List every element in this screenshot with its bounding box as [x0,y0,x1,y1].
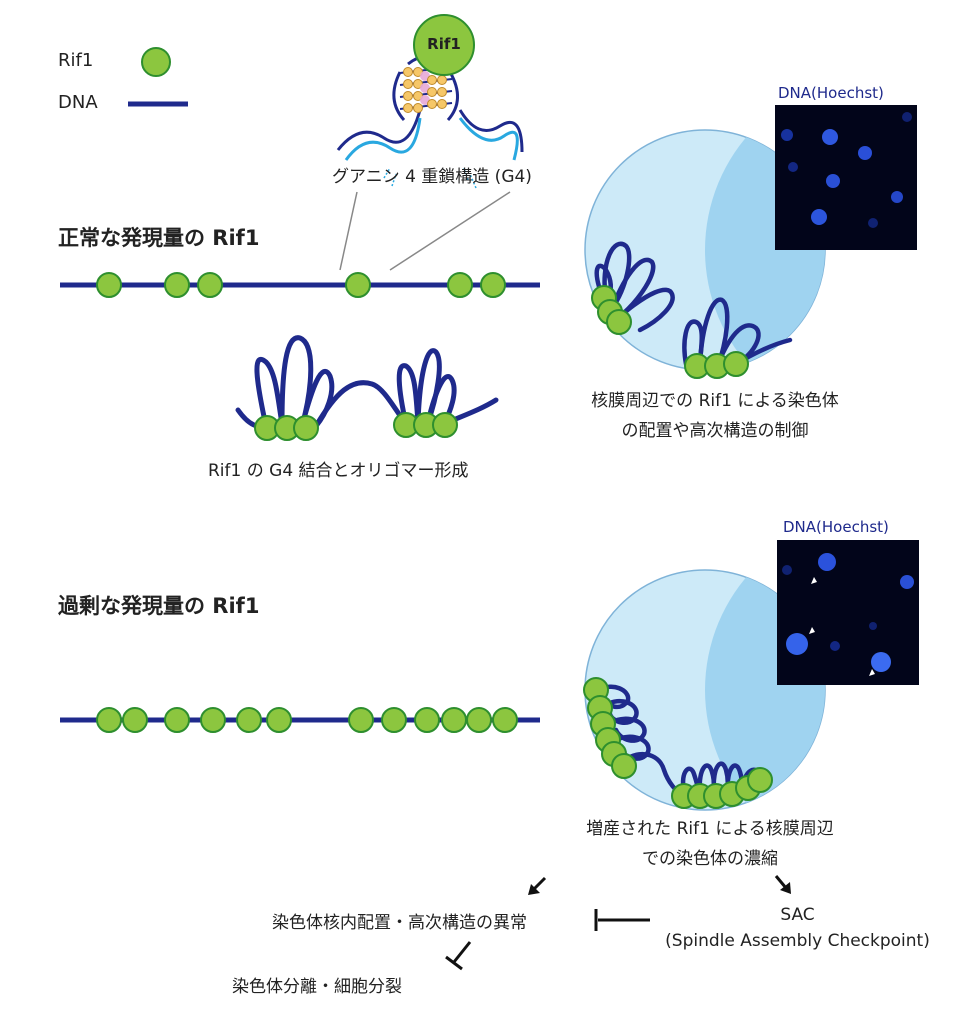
arrow-to-abnormal [528,876,547,895]
rif1-dot [723,351,749,377]
g4-callout-left [339,191,358,271]
rif1-dot [96,707,122,733]
outcome-abnormal-label: 染色体核内配置・高次構造の異常 [272,913,527,933]
excess-nucleus-caption-line1: 増産された Rif1 による核膜周辺 [586,819,834,839]
rif1-dot [414,707,440,733]
normal-nucleus-chromatin [594,241,793,367]
rif1-dot [96,272,122,298]
oligomer-loops [235,335,499,430]
rif1-dot [164,272,190,298]
rif1-dot [447,272,473,298]
rif1-dot [348,707,374,733]
normal-rif1-dots [96,272,506,298]
legend-dna-label: DNA [58,92,98,113]
rif1-dot [441,707,467,733]
outcome-sac-line2: (Spindle Assembly Checkpoint) [665,931,930,951]
normal-nucleus-caption-line2: の配置や高次構造の制御 [621,421,809,441]
outcome-sac-line1: SAC [780,905,815,925]
g4-guanine [437,99,447,109]
legend-rif1-label: Rif1 [58,50,94,71]
excess-nucleus-caption-line2: での染色体の濃縮 [642,849,778,869]
rif1-dot [466,707,492,733]
excess-title: 過剰な発現量の Rif1 [58,594,260,618]
g4-guanine [437,87,447,97]
oligomer-caption: Rif1 の G4 結合とオリゴマー形成 [208,461,469,481]
excess-micrograph-label: DNA(Hoechst) [783,518,889,536]
g4-rif1-label: Rif1 [427,35,461,53]
normal-micrograph [775,105,917,250]
oligomer-rif1-dots [254,412,458,441]
legend-rif1-dot [141,47,171,77]
excess-nucleus-caption: 増産された Rif1 による核膜周辺 での染色体の濃縮 [560,814,860,874]
excess-micrograph [777,540,919,685]
excess-rif1-dots [96,707,518,733]
normal-nucleus-caption: 核膜周辺での Rif1 による染色体 の配置や高次構造の制御 [570,386,860,446]
g4-guanine [427,75,437,85]
g4-guanine [427,87,437,97]
rif1-dot [492,707,518,733]
rif1-dot [345,272,371,298]
normal-nucleus-caption-line1: 核膜周辺での Rif1 による染色体 [591,391,839,411]
rif1-dot [200,707,226,733]
rif1-dot [197,272,223,298]
rif1-dot [480,272,506,298]
normal-nucleus-rif1-dots [591,285,749,379]
rif1-dot [266,707,292,733]
rif1-dot [747,767,773,793]
outcome-segregation-label: 染色体分離・細胞分裂 [232,977,402,997]
outcome-sac-label: SAC (Spindle Assembly Checkpoint) [655,902,940,954]
rif1-dot [164,707,190,733]
abnormal-inhibition [445,941,472,971]
normal-title: 正常な発現量の Rif1 [58,226,260,250]
g4-guanine [403,79,413,89]
rif1-dot [122,707,148,733]
rif1-dot [606,309,632,335]
g4-caption: グアニン 4 重鎖構造 (G4) [332,167,532,187]
rif1-dot [432,412,458,438]
g4-guanine [437,75,447,85]
arrow-to-sac [774,875,791,894]
g4-guanine [413,103,423,113]
g4-callout-right [389,191,511,271]
g4-rif1-protein [413,14,475,76]
g4-guanine [403,91,413,101]
g4-guanine [403,67,413,77]
rif1-dot [381,707,407,733]
normal-micrograph-label: DNA(Hoechst) [778,84,884,102]
rif1-dot [611,753,637,779]
excess-nucleus-rif1-dots [583,677,773,809]
sac-inhibition [594,909,650,931]
rif1-dot [293,415,319,441]
rif1-dot [236,707,262,733]
g4-guanine [403,103,413,113]
g4-guanine [427,99,437,109]
